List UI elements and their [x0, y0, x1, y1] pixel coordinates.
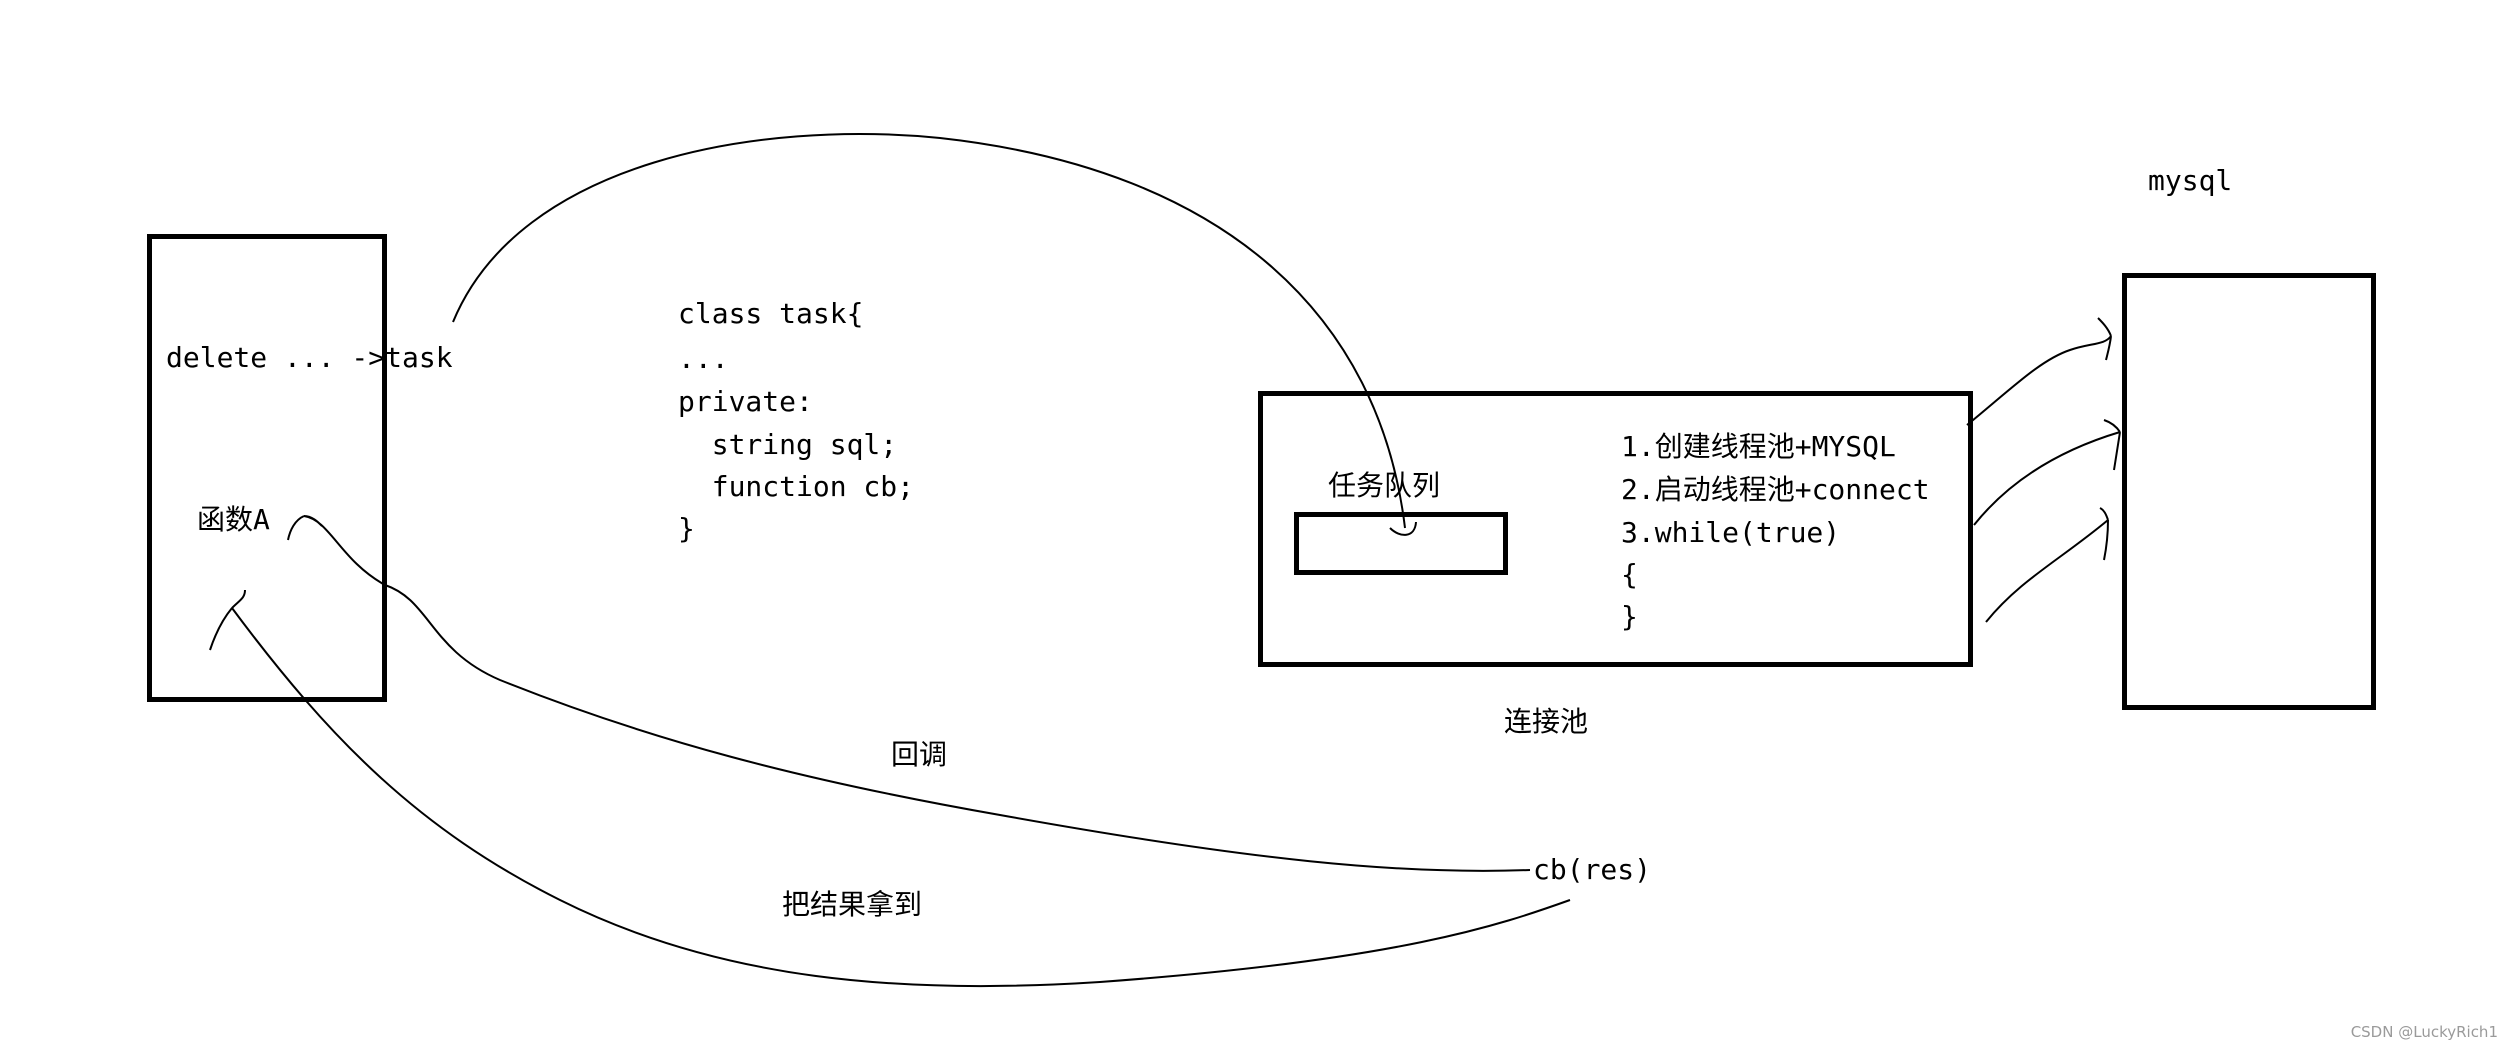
get-result-label: 把结果拿到 — [782, 888, 923, 921]
task-queue-box — [1294, 512, 1508, 575]
callback-label: 回调 — [891, 738, 948, 771]
mysql-label: mysql — [2148, 164, 2233, 197]
connection-pool-box — [1258, 391, 1973, 667]
task-class-line: } — [678, 512, 695, 545]
task-to-queue-arrow — [452, 133, 1417, 536]
mysql-box — [2122, 273, 2376, 710]
pool-step: 1.创建线程池+MYSQL — [1621, 430, 1896, 463]
pool-to-mysql-arrow — [1985, 507, 2109, 623]
task-queue-label: 任务队列 — [1328, 469, 1441, 502]
task-class-line: private: — [678, 385, 813, 418]
function-a-label: 函数A — [197, 503, 270, 536]
pool-to-mysql-arrow — [1966, 317, 2112, 426]
task-class-line: string sql; — [678, 428, 898, 461]
pool-step: } — [1621, 600, 1638, 633]
caller-box — [147, 234, 387, 702]
callback-call-text: cb(res) — [1533, 853, 1652, 886]
task-class-line: ... — [678, 342, 729, 375]
watermark: CSDN @LuckyRich1 — [2350, 1023, 2498, 1041]
pool-to-mysql-arrow — [1973, 419, 2121, 526]
pool-step: { — [1621, 558, 1638, 591]
result-arrow — [209, 589, 1571, 988]
connection-pool-label: 连接池 — [1504, 705, 1589, 738]
caller-delete-text: delete ... ->task — [166, 341, 453, 374]
task-class-line: function cb; — [678, 470, 915, 503]
pool-step: 3.while(true) — [1621, 516, 1841, 549]
pool-step: 2.启动线程池+connect — [1621, 473, 1930, 506]
task-class-line: class task{ — [678, 297, 864, 330]
callback-arrow — [287, 515, 1531, 872]
